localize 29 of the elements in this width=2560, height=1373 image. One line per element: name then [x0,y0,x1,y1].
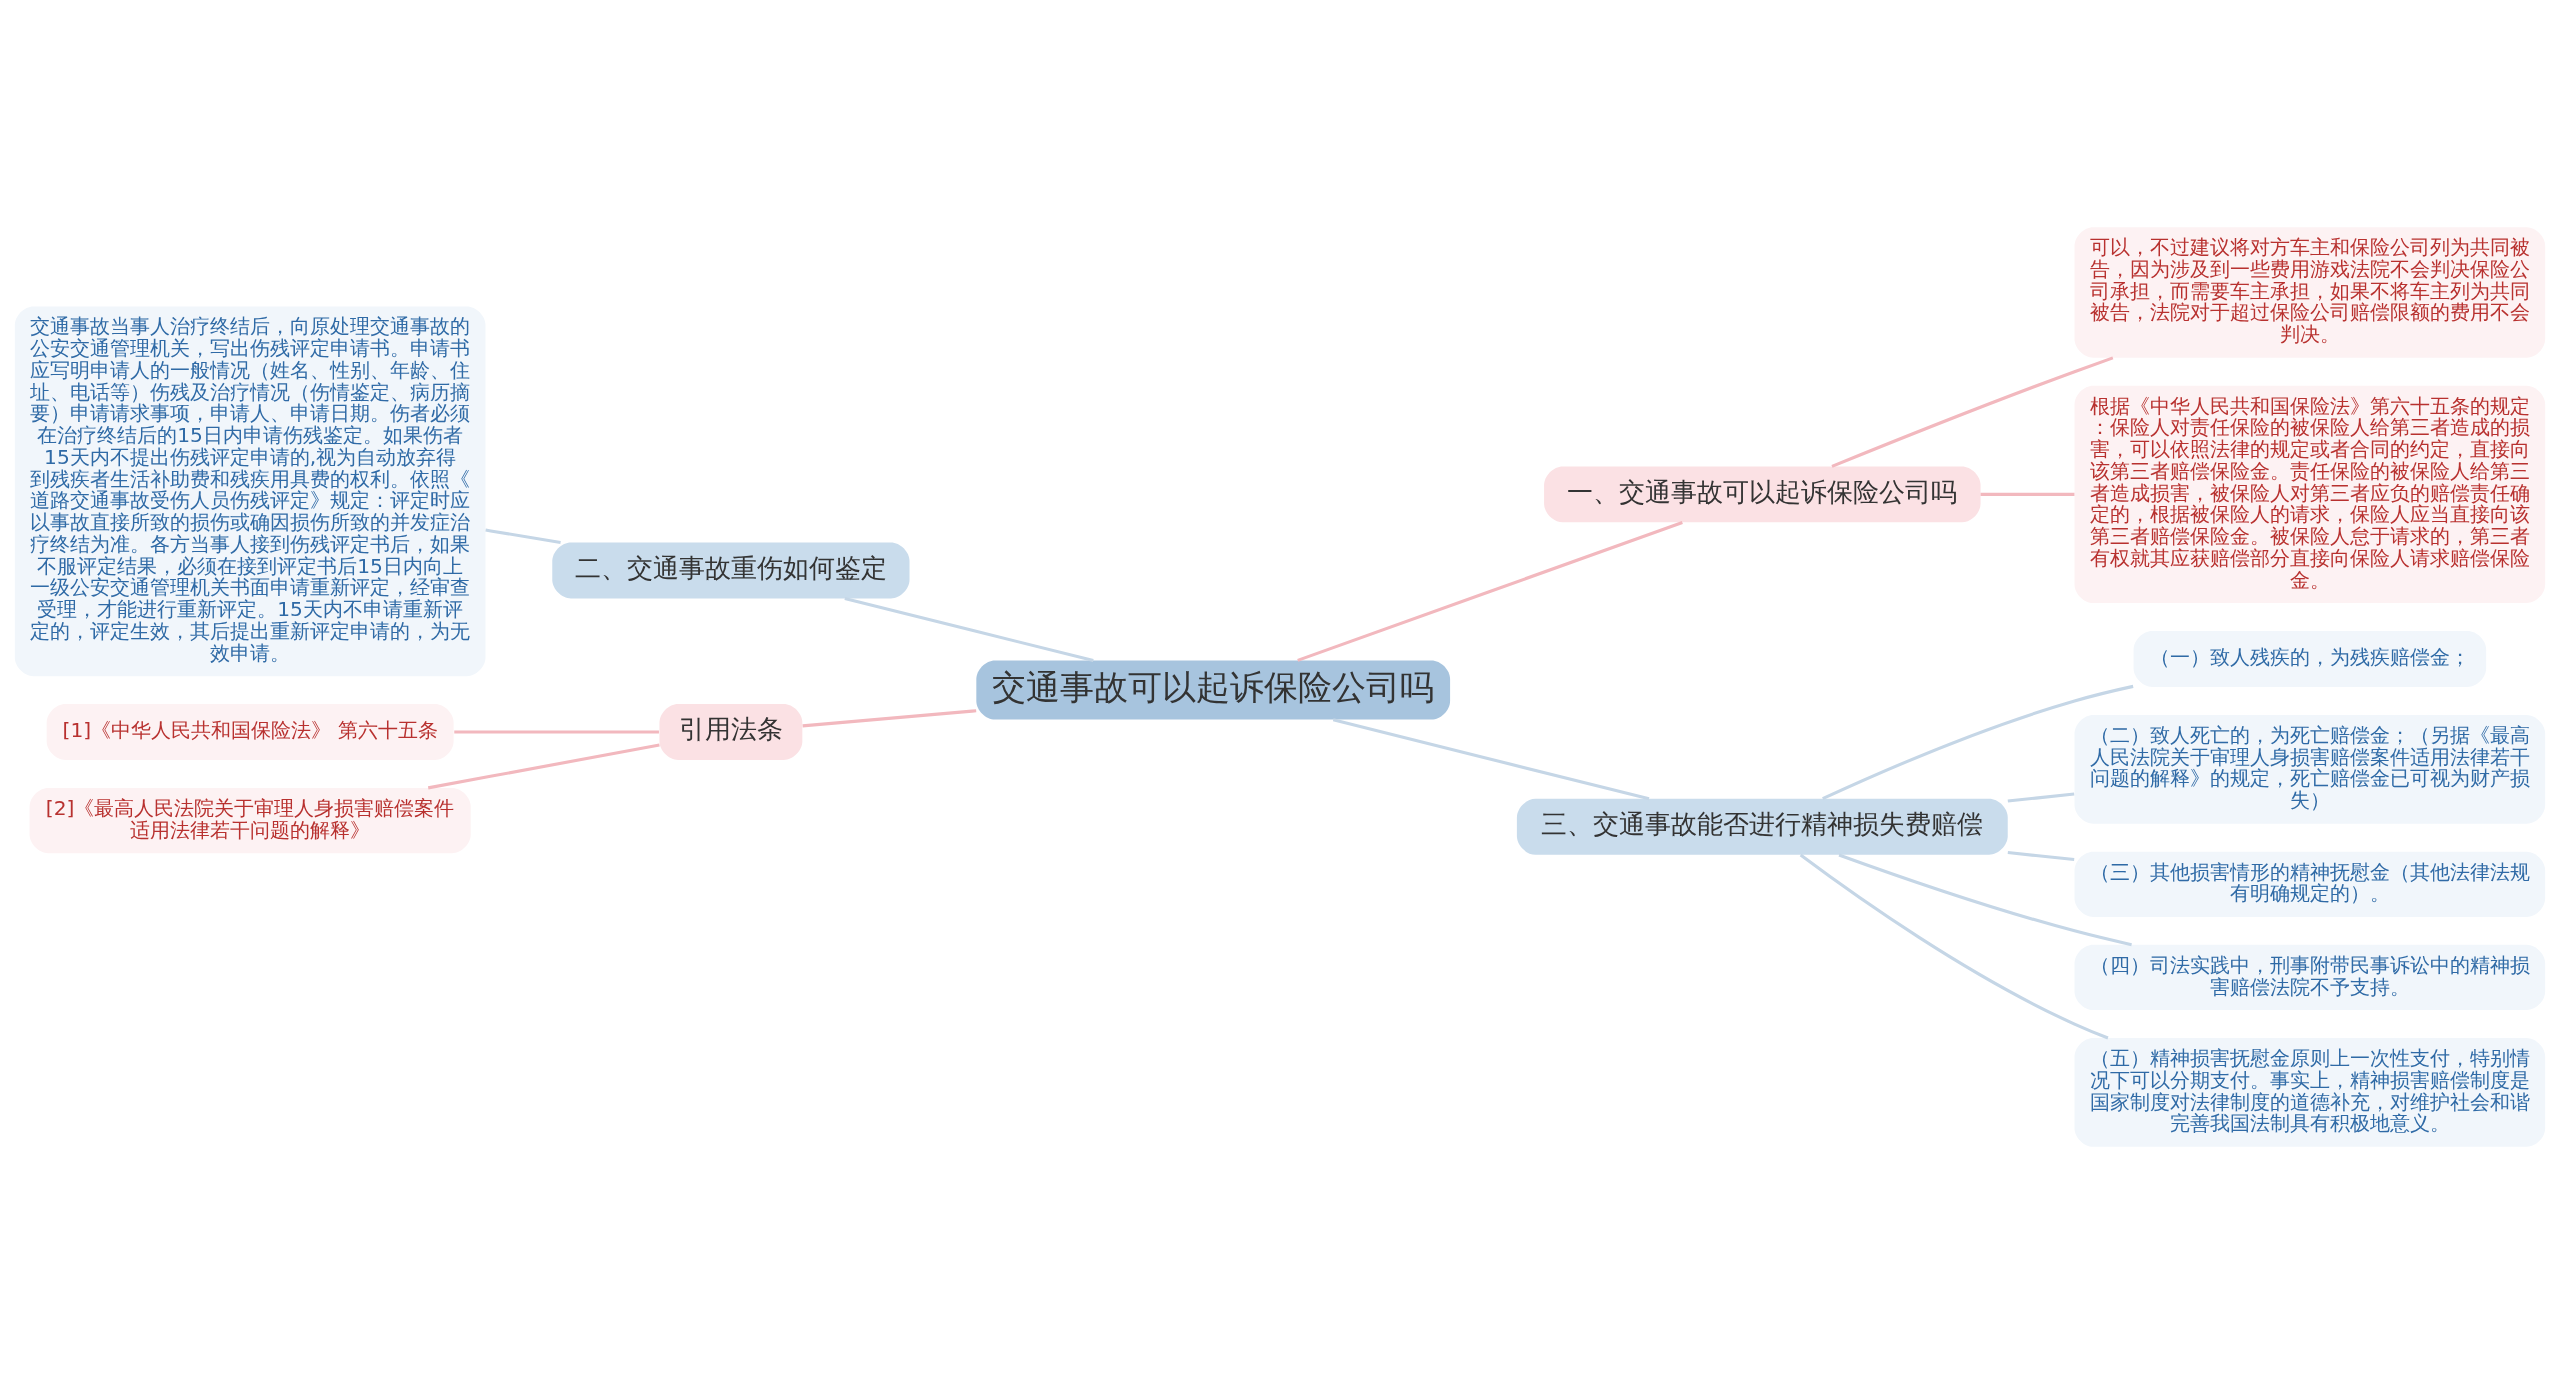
node-box: （三）其他损害情形的精神抚慰金（其他法律法规有明确规定的）。 [2074,851,2546,917]
connector [454,730,659,734]
connector [1297,520,1683,662]
connector [1332,717,1650,800]
node-box: 交通事故可以起诉保险公司吗 [976,660,1451,720]
node-box: 交通事故当事人治疗终结后，向原处理交通事故的公安交通管理机关，写出伤残评定申请书。申请书应写明申请人的一般情况（姓名、性别、年龄、住址、电话等）伤残及治疗情况（伤情鉴定、病历摘要）申请请求事项，申请人、申请日期。伤者必须在治疗终结后的15日内申请伤残鉴定。如果伤者15天内不提出伤残评定申请的,视为自动放弃得到残疾者生活补助费和残疾用具费的权利。依照《道路交通事故受伤人员伤残评定》规定：评定时应以事故直接所致的损伤或确因损伤所致的并发症治疗终结为准。各方当事人接到伤残评定书后，如果不服评定结果，必须在接到评定书后15日内向上一级公安交通管理机关书面申请重新评定，经审查受理，才能进行重新评定。15天内不申请重新评定的，评定生效，其后提出重新评定申请的，为无效申请。 [14,305,486,676]
node-box: 三、交通事故能否进行精神损失费赔偿 [1516,798,2008,855]
connector [1838,853,2132,946]
node-box: 根据《中华人民共和国保险法》第六十五条的规定：保险人对责任保险的被保险人给第三者造成的损害，可以依照法律的规定或者合同的约定，直接向该第三者赔偿保险金。责任保险的被保险人给第三者造成损害，被保险人对第三者应负的赔偿责任确定的，根据被保险人的请求，保险人应当直接向该第三者赔偿保险金。被保险人怠于请求的，第三者有权就其应获赔偿部分直接向保险人请求赔偿保险金。 [2074,385,2546,603]
connector [485,528,561,544]
node-box: [2]《最高人民法院关于审理人身损害赔偿案件适用法律若干问题的解释》 [29,787,471,853]
node-box: （二）致人死亡的，为死亡赔偿金；（另据《最高人民法院关于审理人身损害赔偿案件适用法律若干问题的解释》的规定，死亡赔偿金已可视为财产损失） [2074,714,2546,824]
node-box: （五）精神损害抚慰金原则上一次性支付，特别情况下可以分期支付。事实上，精神损害赔偿制度是国家制度对法律制度的道德补充，对维护社会和谐完善我国法制具有积极地意义。 [2074,1037,2546,1147]
connector [2007,792,2075,803]
node-box: 二、交通事故重伤如何鉴定 [552,542,910,598]
connector [427,742,660,789]
node-box: 可以，不过建议将对方车主和保险公司列为共同被告，因为涉及到一些费用游戏法院不会判决保险公司承担，而需要车主承担，如果不将车主列为共同被告，法院对于超过保险公司赔偿限额的费用不会判决。 [2074,226,2546,358]
connector [1980,492,2075,496]
connector [1799,853,2109,1039]
node-box: 引用法条 [659,703,803,760]
node-box: （四）司法实践中，刑事附带民事诉讼中的精神损害赔偿法院不予支持。 [2074,944,2546,1010]
connector [802,708,977,727]
node-box: （一）致人残疾的，为残疾赔偿金； [2133,630,2487,687]
connector [844,596,1094,662]
node-box: [1]《中华人民共和国保险法》 第六十五条 [46,703,454,760]
connector [2007,850,2075,861]
connector [1831,355,2114,468]
connector [1822,684,2134,800]
node-box: 一、交通事故可以起诉保险公司吗 [1544,465,1981,522]
